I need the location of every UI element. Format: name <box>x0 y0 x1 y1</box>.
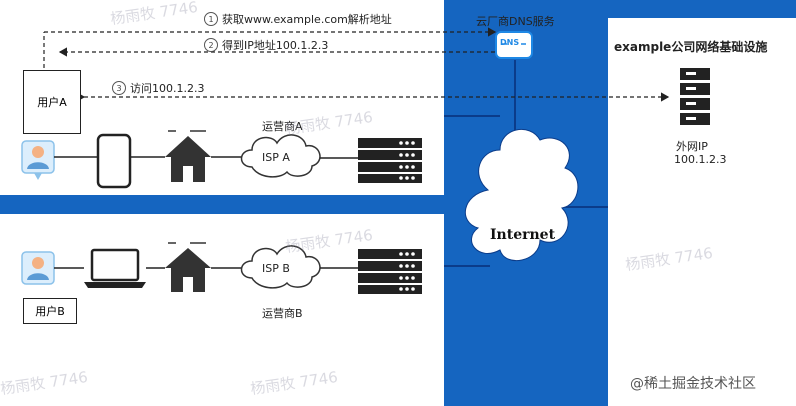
step-2-text: 得到IP地址100.1.2.3 <box>222 39 329 52</box>
user-a-label: 用户A <box>37 96 67 109</box>
credit-text: @稀土掘金技术社区 <box>630 376 756 392</box>
step-3-number: 3 <box>112 81 126 95</box>
step-1-text: 获取www.example.com解析地址 <box>222 13 392 26</box>
user-b-label: 用户B <box>35 305 65 318</box>
step-2-number: 2 <box>204 38 218 52</box>
dns-service-title: 云厂商DNS服务 <box>476 15 555 28</box>
user-b-box: 用户B <box>23 298 77 324</box>
step-3-text: 访问100.1.2.3 <box>130 82 205 95</box>
step-1-number: 1 <box>204 12 218 26</box>
step-3: 3 访问100.1.2.3 <box>112 80 204 96</box>
company-title: example公司网络基础设施 <box>614 40 768 54</box>
user-a-box: 用户A <box>23 70 81 134</box>
internet-label: Internet <box>490 227 556 243</box>
step-1: 1 获取www.example.com解析地址 <box>204 11 392 27</box>
isp-b-carrier-label: 运营商B <box>262 307 303 320</box>
server-ip-value: 100.1.2.3 <box>674 153 727 166</box>
isp-b-cloud-label: ISP B <box>262 262 290 275</box>
internet-cloud <box>464 129 579 261</box>
isp-a-cloud-label: ISP A <box>262 151 290 164</box>
isp-a-carrier-label: 运营商A <box>262 120 303 133</box>
server-ip-label: 外网IP <box>676 140 708 153</box>
company-panel <box>608 18 796 406</box>
dns-icon: DNS <box>500 38 520 47</box>
step-2: 2 得到IP地址100.1.2.3 <box>204 37 328 53</box>
